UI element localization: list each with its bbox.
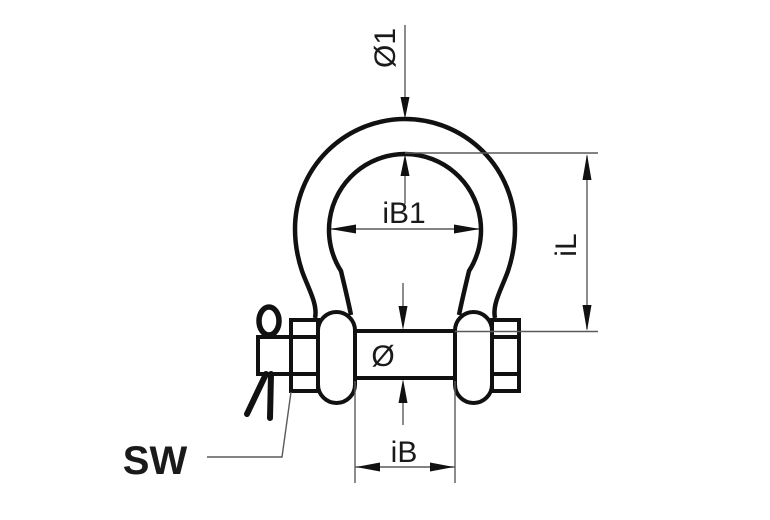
arrowhead-il-up-icon	[582, 154, 592, 180]
bolt-head	[490, 318, 521, 393]
arrowhead-ib1-left-icon	[330, 224, 356, 234]
eye-right	[453, 310, 494, 405]
label-inner-bow-width: iB1	[382, 197, 425, 230]
label-inner-jaw-width: iB	[391, 436, 418, 469]
cotter-pin-tine-right	[267, 371, 274, 421]
arrowhead-dia1-up-icon	[400, 154, 410, 176]
arrowhead-dia1-down-icon	[400, 97, 410, 119]
arrowhead-dia-up-icon	[398, 379, 408, 403]
cotter-pin-tine-left	[244, 371, 269, 417]
arrowhead-ib1-right-icon	[454, 224, 480, 234]
eye-left	[316, 310, 357, 405]
arrowhead-dia-down-icon	[398, 306, 408, 330]
arrowhead-ib-right-icon	[430, 462, 454, 472]
label-pin-diameter: Ø	[371, 340, 394, 373]
label-inner-length: iL	[550, 233, 583, 256]
arrowhead-il-down-icon	[582, 305, 592, 331]
label-wrench-size: SW	[123, 439, 188, 483]
leader-sw	[207, 391, 292, 458]
cotter-pin-loop	[256, 304, 282, 338]
hex-nut	[289, 318, 320, 393]
label-bow-diameter: Ø1	[369, 28, 402, 68]
pin-threaded-end	[256, 335, 293, 376]
pin-shaft-body	[336, 331, 474, 378]
arrowhead-ib-left-icon	[356, 462, 380, 472]
